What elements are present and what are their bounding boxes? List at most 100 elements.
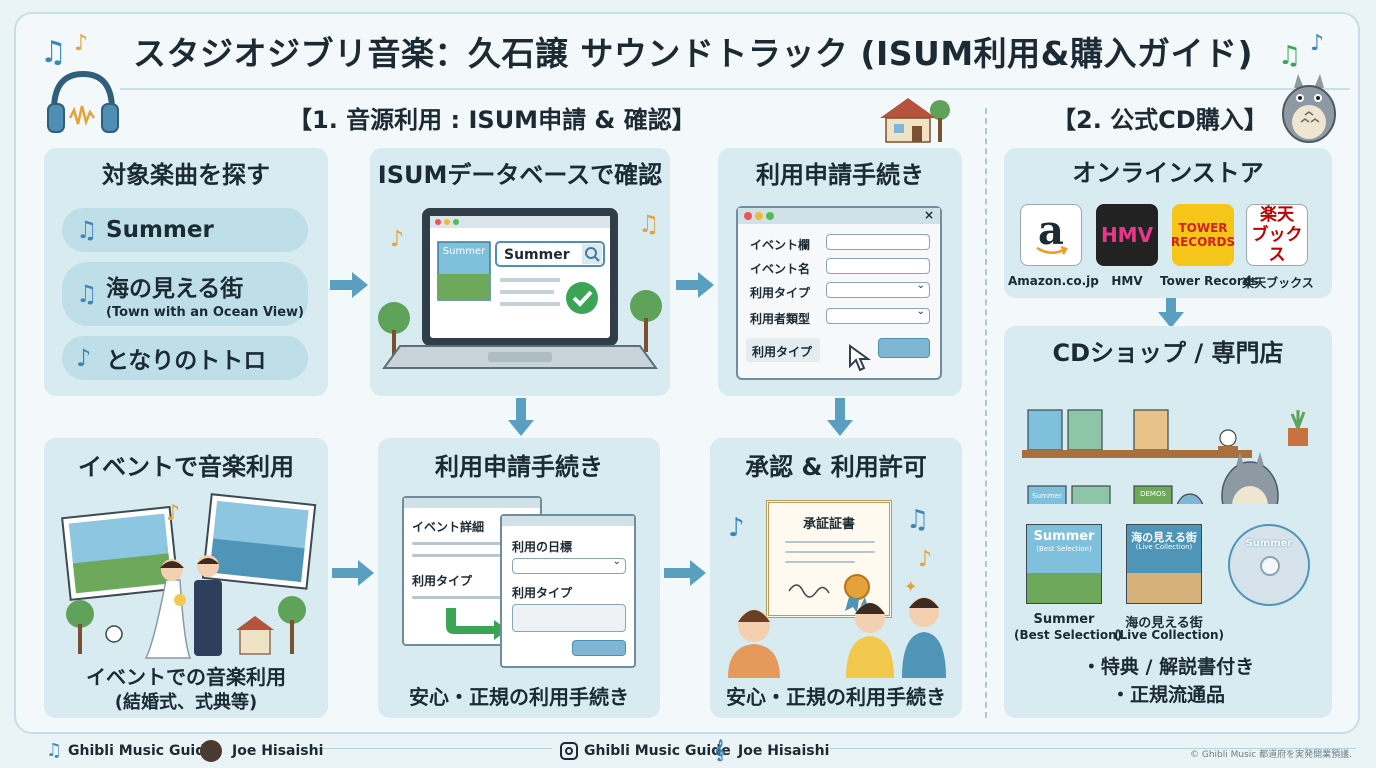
shelf-cd-label: DEMOS [1140, 490, 1166, 498]
certificate-title: 承証証書 [802, 517, 855, 532]
form-field[interactable] [826, 258, 930, 274]
music-notes-icon: ♫ ♪ [40, 31, 88, 68]
title-divider [120, 88, 1350, 90]
store-label: Amazon.co.jp [1008, 274, 1099, 288]
flow-arrow-right [664, 560, 706, 586]
song-title: Summer [106, 217, 214, 243]
music-notes-icon: ♫ ♪ [1278, 31, 1324, 70]
form-select[interactable]: ⌄ [512, 556, 626, 574]
svg-text:♪: ♪ [390, 227, 404, 252]
song-title: 海の見える街 [106, 275, 244, 302]
shop-shelf-illustration: Summer DEMOS [1022, 409, 1308, 504]
form-select[interactable]: ⌄ [826, 306, 930, 324]
form-label: 利用者類型 [750, 312, 811, 326]
cd-disc[interactable]: Summer [1228, 524, 1310, 606]
music-note-icon: ♫ [76, 216, 98, 244]
flow-arrow-down [1158, 298, 1184, 328]
panel-heading: CDショップ / 専門店 [1052, 339, 1284, 367]
panel-online-stores: オンラインストア a HMV TOWER RECORDS 楽天 ブックス Ama… [1004, 148, 1332, 298]
form-label: 利用の日標 [512, 540, 573, 554]
application-window: × イベント欄 イベント名 利用タイプ ⌄ 利用者類型 ⌄ 利用タイプ [736, 206, 942, 380]
house-icon [880, 98, 950, 143]
form-label: 利用タイプ [512, 586, 573, 600]
certificate: 承証証書 [766, 500, 892, 618]
panel-approval: 承認 & 利用許可 承証証書 ♪ ♫ ♪ ✦ 安心・正規の利用手続き [710, 438, 962, 718]
svg-text:✦: ✦ [904, 577, 917, 596]
footer-social-brand[interactable]: Ghibli Music Guide [584, 743, 731, 759]
cd-cover-summer[interactable]: Summer (Best Selection) [1026, 524, 1102, 604]
approval-caption: 安心・正規の利用手続き [726, 685, 946, 709]
svg-text:♫: ♫ [1278, 41, 1301, 70]
svg-text:♫: ♫ [638, 210, 660, 238]
submit-button[interactable] [878, 338, 930, 358]
form-field[interactable] [512, 604, 626, 632]
svg-text:♫: ♫ [40, 35, 67, 68]
headphones-icon [47, 70, 119, 133]
document-usage-plan: 利用の日標 ⌄ 利用タイプ [500, 514, 636, 668]
panel-heading: 利用申請手続き [756, 161, 924, 189]
panel-heading: ISUMデータベースで確認 [377, 161, 663, 189]
amazon-logo[interactable]: a [1020, 204, 1082, 266]
apply-caption: 安心・正規の利用手続き [409, 685, 629, 709]
submit-button[interactable] [572, 640, 626, 656]
panel-find-songs: 対象楽曲を探す ♫ Summer ♫ 海の見える街 (Town with an … [44, 148, 328, 396]
hmv-logo[interactable]: HMV [1096, 204, 1158, 266]
instagram-icon[interactable] [560, 742, 578, 760]
svg-text:♪: ♪ [1310, 31, 1324, 56]
shop-bullet: ・正規流通品 [1110, 684, 1225, 706]
cd-title: Summer [1033, 612, 1095, 627]
form-tag: 利用タイプ [746, 338, 820, 362]
panel-apply-form: 利用申請手続き × イベント欄 イベント名 利用タイプ ⌄ 利用者類型 ⌄ 利用… [718, 148, 962, 396]
svg-text:♪: ♪ [74, 31, 88, 56]
svg-text:♪: ♪ [918, 547, 932, 572]
green-arrow-icon [446, 608, 508, 640]
shop-bullet: ・特典 / 解説書付き [1081, 656, 1255, 678]
form-label: 利用タイプ [750, 286, 811, 300]
cd-subtitle: (Best Selection) [1014, 628, 1123, 642]
close-icon[interactable]: × [923, 208, 934, 222]
section-heading-isum: 【1. 音源利用 : ISUM申請 & 確認】 [288, 106, 696, 134]
music-note-icon: ♫ [46, 740, 63, 761]
song-item-summer[interactable]: ♫ Summer [62, 208, 308, 252]
cursor-icon [849, 344, 872, 372]
panel-heading: オンラインストア [1072, 159, 1264, 187]
panel-isum-database: ISUMデータベースで確認 Summer Summer ♫ ♪ [370, 148, 670, 396]
song-item-ocean-town[interactable]: ♫ 海の見える街 (Town with an Ocean View) [62, 262, 308, 326]
panel-apply-documents: 利用申請手続き イベント詳細 利用タイプ 利用の日標 ⌄ 利用タイプ 安心・正規… [378, 438, 660, 718]
tower-records-logo[interactable]: TOWER RECORDS [1171, 204, 1235, 266]
cd-title: 海の見える街 [1125, 616, 1203, 631]
footer-brand: Ghibli Music Guide [68, 743, 215, 759]
shelf-cd-label: Summer [1032, 492, 1062, 500]
form-field[interactable] [826, 234, 930, 250]
footer-divider [830, 748, 1356, 749]
panel-heading: 利用申請手続き [435, 453, 603, 481]
flow-arrow-down [827, 398, 853, 436]
music-note-icon: ♫ [76, 280, 98, 308]
section-heading-cd: 【2. 公式CD購入】 [1052, 106, 1268, 134]
page-title: スタジオジブリ音楽：久石譲 サウンドトラック (ISUM利用&購入ガイド) [132, 34, 1254, 73]
song-item-totoro[interactable]: ♪ となりのトトロ [62, 336, 308, 380]
happy-people-illustration: ♪ ♫ ♪ ✦ [728, 505, 946, 678]
store-label: Tower Records [1160, 274, 1259, 288]
form-label: イベント欄 [750, 238, 811, 252]
treble-clef-icon: 𝄞 [714, 740, 725, 761]
amazon-smile-icon [1036, 245, 1068, 255]
svg-text:♫: ♫ [906, 505, 929, 535]
chevron-down-icon: ⌄ [916, 306, 925, 317]
form-label: 利用タイプ [412, 574, 473, 588]
cd-cover-ocean-town[interactable]: 海の見える街 (Live Collection) [1126, 524, 1202, 604]
flow-arrow-right [332, 560, 374, 586]
flow-arrow-down [508, 398, 534, 436]
music-note-icon: ♪ [76, 344, 92, 372]
chevron-down-icon: ⌄ [916, 280, 925, 291]
panel-event-use: イベントで音楽利用 ♪ イベントでの音楽利用 (結婚式、式典等) [44, 438, 328, 718]
form-label: イベント詳細 [412, 520, 485, 534]
rakuten-books-logo[interactable]: 楽天 ブックス [1246, 204, 1308, 266]
footer-social-artist[interactable]: Joe Hisaishi [738, 743, 830, 759]
panel-heading: 対象楽曲を探す [102, 161, 270, 189]
song-title: となりのトトロ [106, 348, 267, 374]
seal-signature-icon [788, 574, 870, 613]
footer-divider [316, 748, 552, 749]
form-select[interactable]: ⌄ [826, 280, 930, 298]
search-value: Summer [504, 247, 570, 263]
